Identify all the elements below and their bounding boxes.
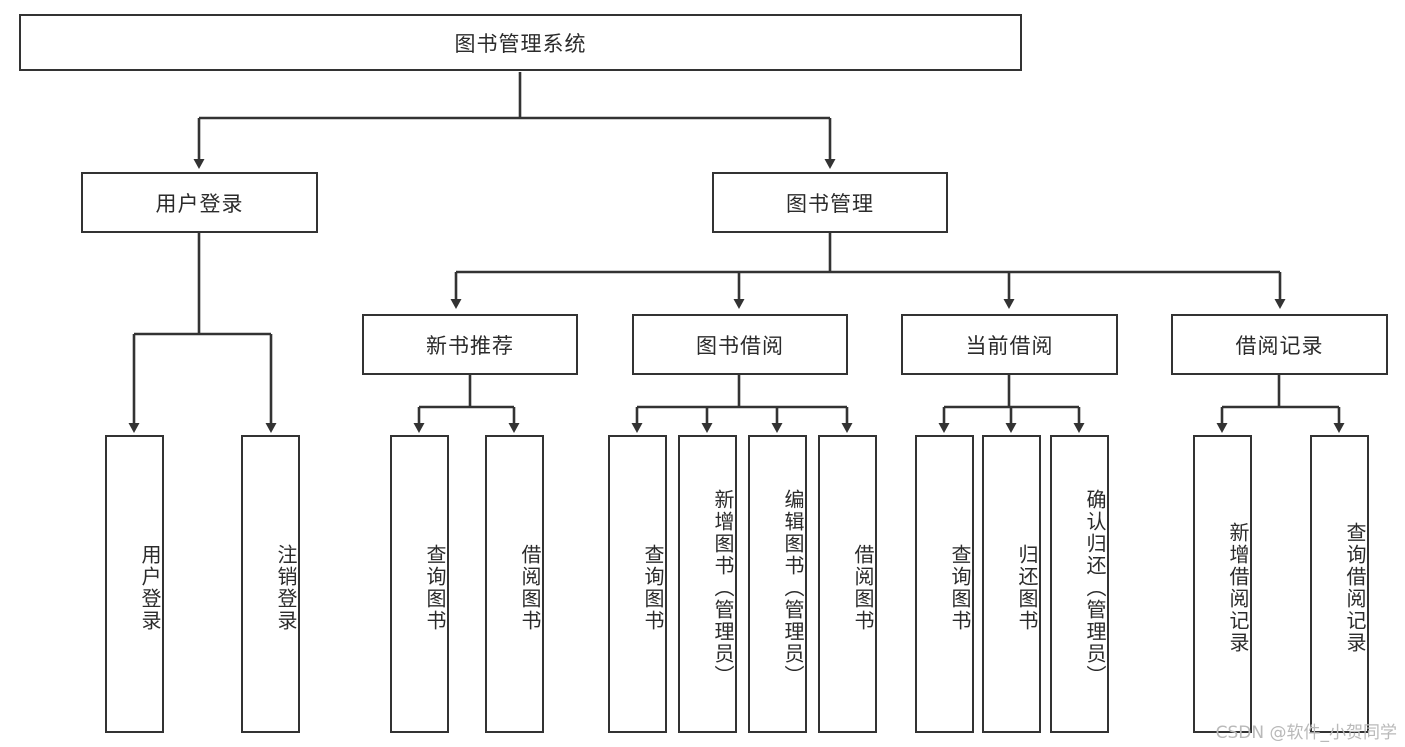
node-book-management[interactable]: 图书管理: [712, 172, 948, 233]
leaf-user-login[interactable]: 用户登录: [105, 435, 164, 733]
node-new-book-recommend-label: 新书推荐: [426, 333, 514, 358]
leaf-confirm-return-admin[interactable]: 确认归还（管理员）: [1050, 435, 1109, 733]
leaf-query-borrow-record-label: 查询借阅记录: [1343, 522, 1367, 654]
leaf-confirm-return-admin-label: 确认归还（管理员）: [1083, 489, 1107, 687]
node-book-borrow[interactable]: 图书借阅: [632, 314, 848, 375]
leaf-edit-book-admin-label: 编辑图书（管理员）: [781, 489, 805, 687]
node-root[interactable]: 图书管理系统: [19, 14, 1022, 71]
leaf-logout[interactable]: 注销登录: [241, 435, 300, 733]
leaf-return-book-label: 归还图书: [1015, 544, 1039, 632]
node-book-borrow-label: 图书借阅: [696, 333, 784, 358]
leaf-user-login-label: 用户登录: [138, 544, 162, 632]
node-borrow-record-label: 借阅记录: [1235, 333, 1324, 358]
leaf-query-book-current[interactable]: 查询图书: [915, 435, 974, 733]
leaf-query-book-recommend[interactable]: 查询图书: [390, 435, 449, 733]
node-new-book-recommend[interactable]: 新书推荐: [362, 314, 578, 375]
leaf-borrow-book-recommend-label: 借阅图书: [518, 544, 542, 632]
leaf-query-book-recommend-label: 查询图书: [423, 544, 447, 632]
node-user-login[interactable]: 用户登录: [81, 172, 318, 233]
leaf-add-borrow-record-label: 新增借阅记录: [1226, 522, 1250, 654]
node-root-label: 图书管理系统: [454, 31, 587, 56]
leaf-logout-label: 注销登录: [274, 544, 298, 632]
leaf-query-book-label: 查询图书: [641, 544, 665, 632]
node-user-login-label: 用户登录: [155, 191, 244, 216]
watermark: CSDN @软件_小贺同学: [1215, 723, 1397, 743]
node-current-borrow-label: 当前借阅: [965, 333, 1054, 358]
leaf-add-borrow-record[interactable]: 新增借阅记录: [1193, 435, 1252, 733]
leaf-edit-book-admin[interactable]: 编辑图书（管理员）: [748, 435, 807, 733]
leaf-borrow-book[interactable]: 借阅图书: [818, 435, 877, 733]
leaf-borrow-book-recommend[interactable]: 借阅图书: [485, 435, 544, 733]
leaf-query-borrow-record[interactable]: 查询借阅记录: [1310, 435, 1369, 733]
node-book-management-label: 图书管理: [786, 191, 874, 216]
leaf-add-book-admin-label: 新增图书（管理员）: [711, 489, 735, 687]
leaf-borrow-book-label: 借阅图书: [851, 544, 875, 632]
node-current-borrow[interactable]: 当前借阅: [901, 314, 1118, 375]
leaf-query-book-current-label: 查询图书: [948, 544, 972, 632]
leaf-query-book[interactable]: 查询图书: [608, 435, 667, 733]
leaf-return-book[interactable]: 归还图书: [982, 435, 1041, 733]
node-borrow-record[interactable]: 借阅记录: [1171, 314, 1388, 375]
leaf-add-book-admin[interactable]: 新增图书（管理员）: [678, 435, 737, 733]
